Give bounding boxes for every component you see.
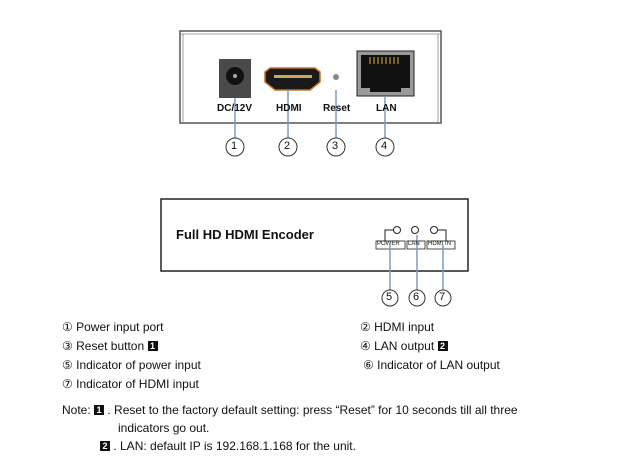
indicator-label-power: POWER xyxy=(377,241,400,247)
lan-led-icon xyxy=(411,226,419,234)
callout-6-text: 6 xyxy=(413,291,420,303)
callout-3-text: 3 xyxy=(332,140,339,152)
port-label-reset: Reset xyxy=(323,103,351,114)
indicator-label-lan: LAN xyxy=(408,241,420,247)
front-panel xyxy=(160,198,469,307)
legend-item-5: ⑤ Indicator of power input xyxy=(62,358,201,372)
callout-2 xyxy=(278,137,298,157)
reset-button-icon[interactable] xyxy=(333,74,339,80)
legend-item-6: ⑥ Indicator of LAN output xyxy=(363,358,500,372)
callout-3 xyxy=(326,137,346,157)
note-mark-2: 2 xyxy=(437,341,448,351)
callout-2-text: 2 xyxy=(284,140,291,152)
callout-5 xyxy=(381,289,399,307)
callout-5-text: 5 xyxy=(386,291,393,303)
legend-item-1: ① Power input port xyxy=(62,320,164,334)
port-label-lan: LAN xyxy=(376,103,397,114)
dc-power-jack-icon xyxy=(219,59,251,98)
callout-4 xyxy=(375,137,395,157)
callout-7-text: 7 xyxy=(439,291,446,303)
callout-1-text: 1 xyxy=(231,140,238,152)
lan-port-icon xyxy=(356,50,415,97)
device-title: Full HD HDMI Encoder xyxy=(176,227,314,242)
hdmi-led-icon xyxy=(430,226,438,234)
legend-item-7: ⑦ Indicator of HDMI input xyxy=(62,377,199,391)
indicator-label-hdmi: HDMI IN xyxy=(428,241,451,247)
port-label-hdmi: HDMI xyxy=(276,103,302,114)
power-led-icon xyxy=(393,226,401,234)
callout-6 xyxy=(408,289,426,307)
callout-4-text: 4 xyxy=(381,140,388,152)
note-mark-1: 1 xyxy=(147,341,158,351)
legend-item-2: ② HDMI input xyxy=(360,320,435,334)
callout-7 xyxy=(434,289,452,307)
legend-item-3: ③ Reset button 1 xyxy=(62,339,158,353)
hdmi-port-icon xyxy=(264,67,321,91)
note-2: 2 . LAN: default IP is 192.168.1.168 for… xyxy=(100,439,356,453)
note-1: Note: 1 . Reset to the factory default s… xyxy=(62,403,518,417)
port-label-dc: DC/12V xyxy=(217,103,253,114)
callout-1 xyxy=(225,137,245,157)
legend-item-4: ④ LAN output 2 xyxy=(360,339,448,353)
rear-panel xyxy=(179,30,442,157)
note-1-cont: indicators go out. xyxy=(118,421,210,435)
